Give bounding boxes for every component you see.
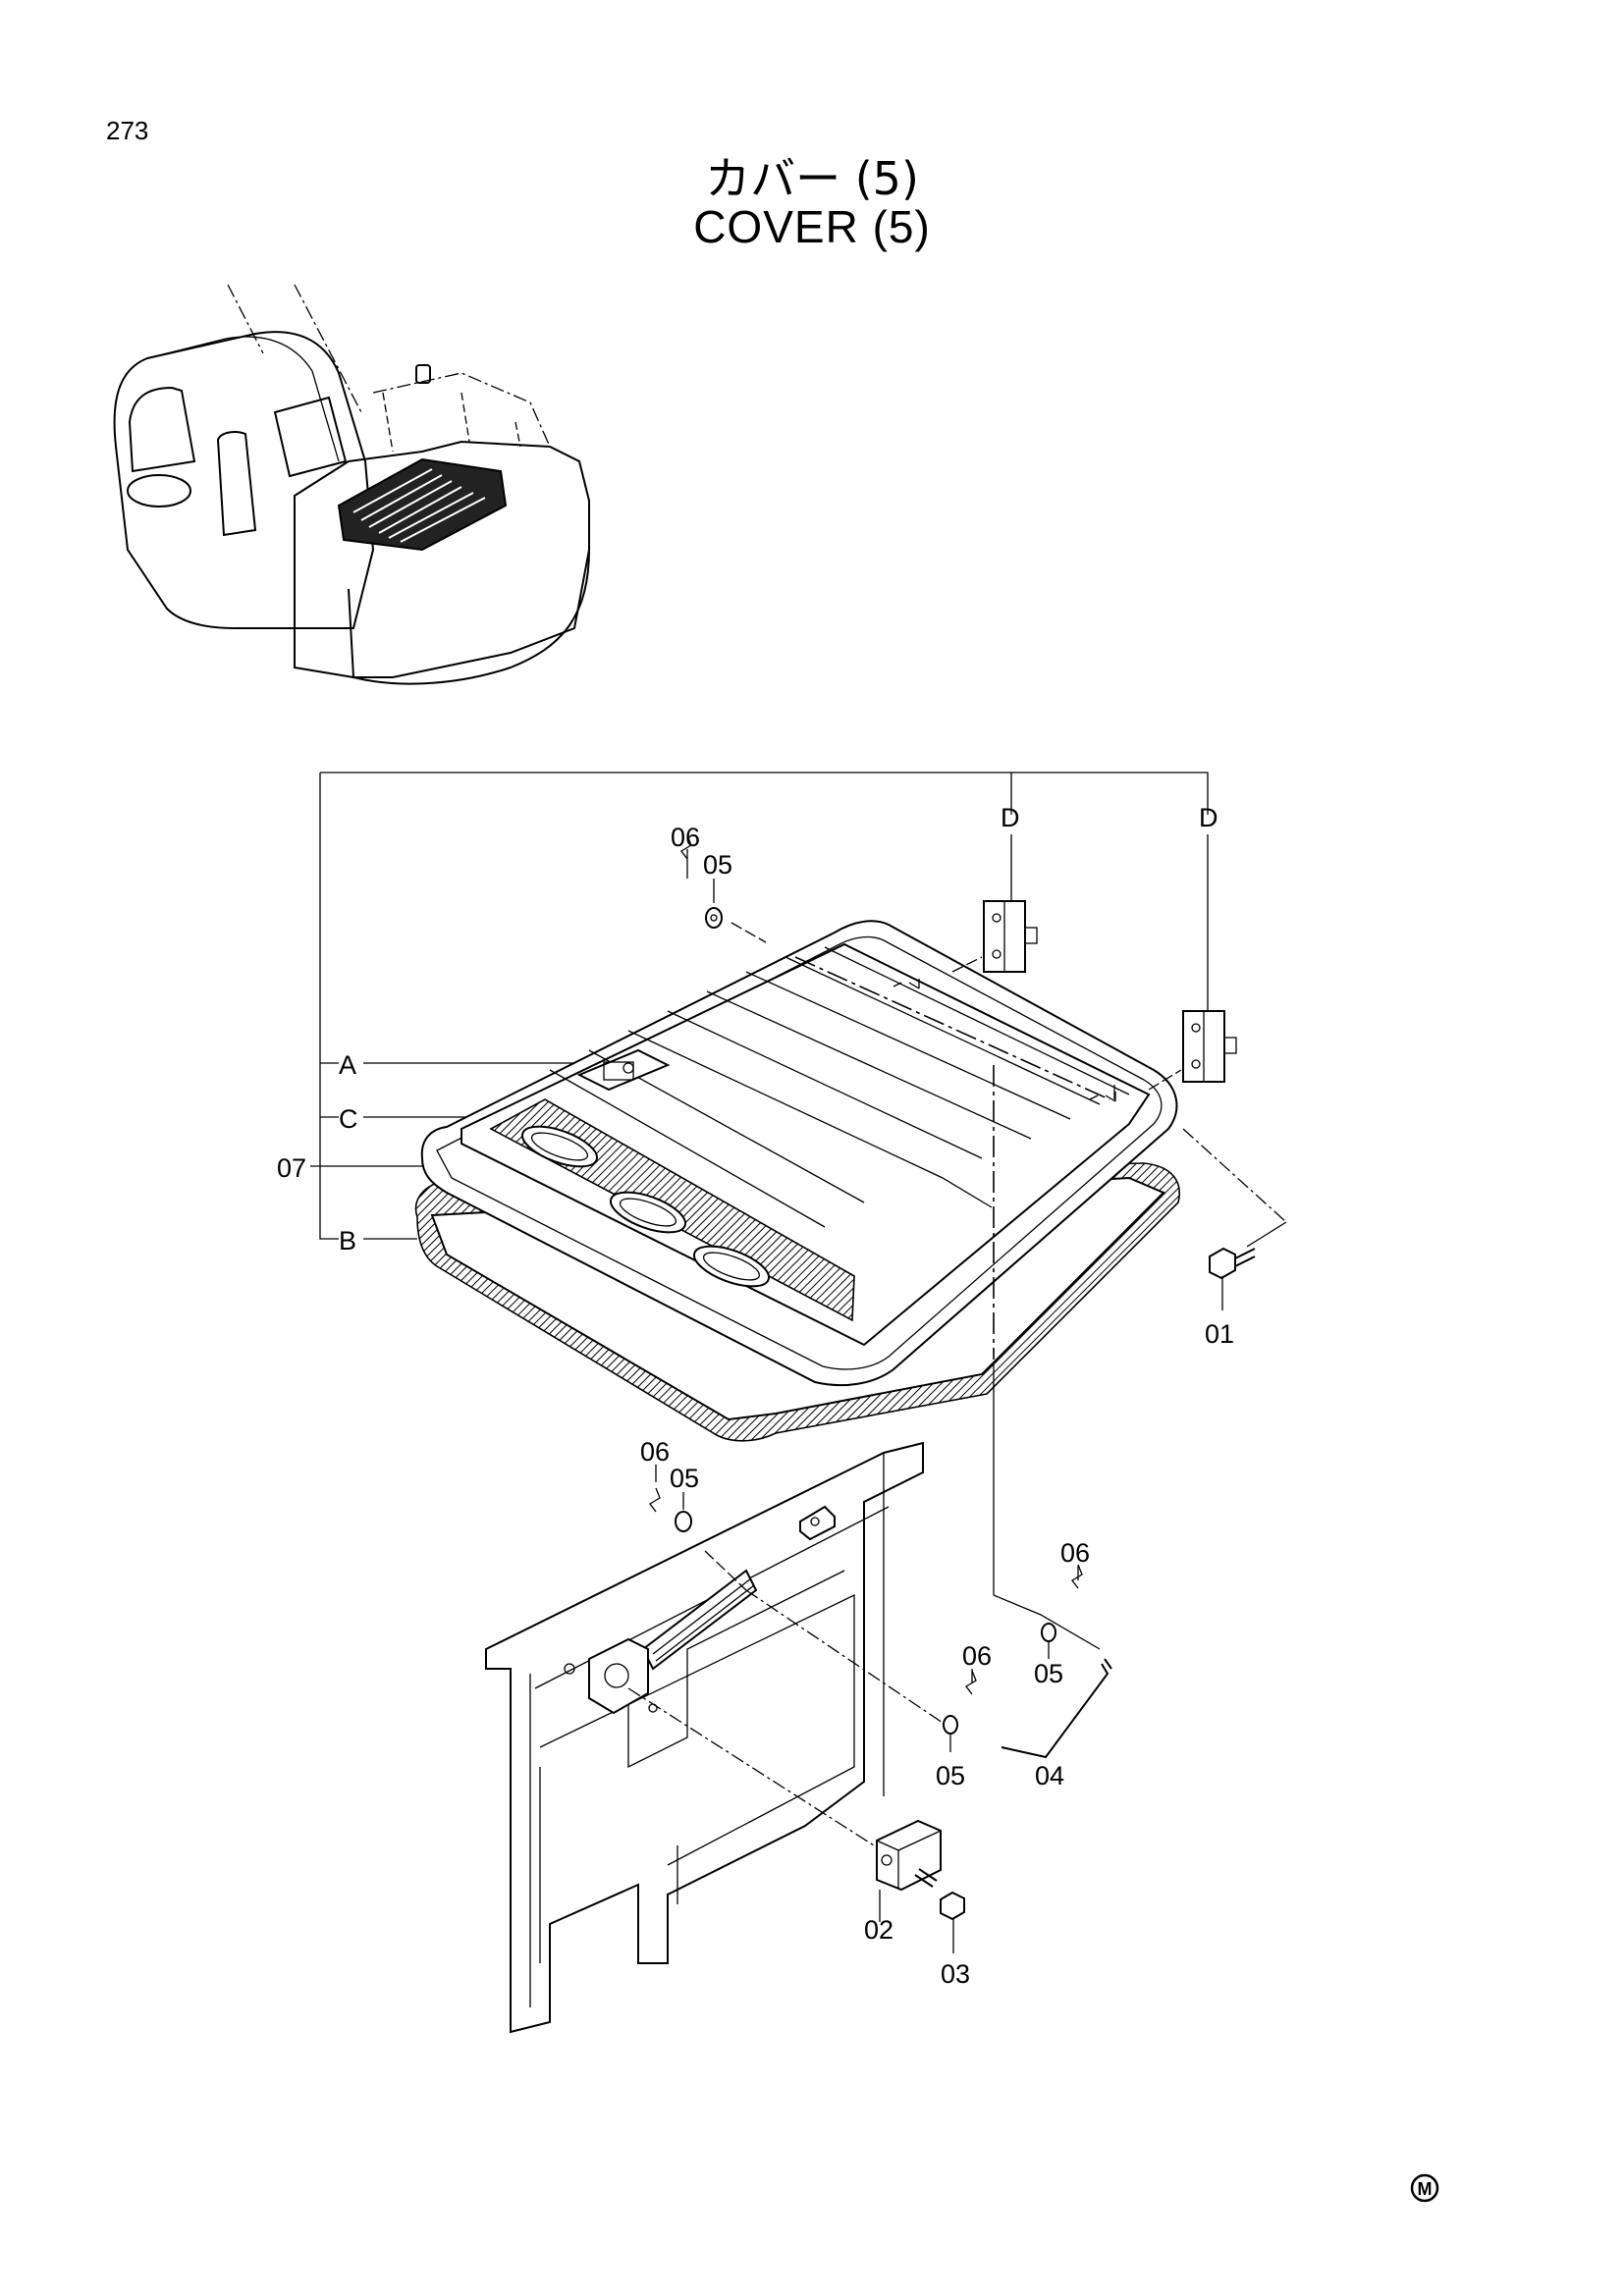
latch-02	[876, 1819, 942, 1892]
callout-leaders	[655, 849, 1079, 1752]
bolt-03	[879, 1868, 965, 1953]
machine-location-sketch	[113, 284, 590, 685]
callout-b: B	[339, 1226, 356, 1255]
callout-05-lower: 05	[936, 1761, 965, 1790]
stay-rod-04	[1001, 1658, 1112, 1759]
callout-01: 01	[1205, 1319, 1234, 1349]
cover-slots	[521, 1125, 770, 1288]
bolt-01	[1182, 1128, 1287, 1310]
callout-labels: D D 06 05 A C 07 B 01 06 05 06 05 06 05 …	[277, 803, 1234, 1989]
callout-06-top: 06	[671, 823, 700, 852]
plate-a	[576, 1048, 671, 1092]
callout-06-mid: 06	[640, 1437, 670, 1467]
cover-panel	[414, 920, 1180, 1442]
page-number: 273	[106, 116, 149, 145]
lower-frame	[485, 1364, 1101, 2034]
callout-d-left: D	[1001, 803, 1020, 832]
callout-04: 04	[1035, 1761, 1064, 1790]
callout-02: 02	[864, 1915, 893, 1945]
svg-text:M: M	[1418, 2179, 1433, 2199]
title-english: COVER (5)	[693, 201, 931, 252]
callout-03: 03	[941, 1959, 970, 1989]
callout-06-right: 06	[1060, 1538, 1090, 1568]
m-mark-logo: M	[1410, 2173, 1439, 2203]
callout-05-right: 05	[1034, 1659, 1063, 1688]
callout-d-right: D	[1199, 803, 1218, 832]
title-japanese: カバー (5)	[705, 152, 919, 205]
callout-07: 07	[277, 1153, 306, 1183]
fastener-top	[680, 834, 767, 943]
callout-05-top: 05	[703, 850, 732, 880]
callout-a: A	[339, 1050, 356, 1080]
callout-c: C	[339, 1104, 358, 1134]
callout-06-lower: 06	[962, 1641, 992, 1671]
hinge-right	[1148, 1010, 1237, 1091]
hinge-left	[951, 900, 1038, 973]
callout-05-mid: 05	[670, 1464, 699, 1493]
